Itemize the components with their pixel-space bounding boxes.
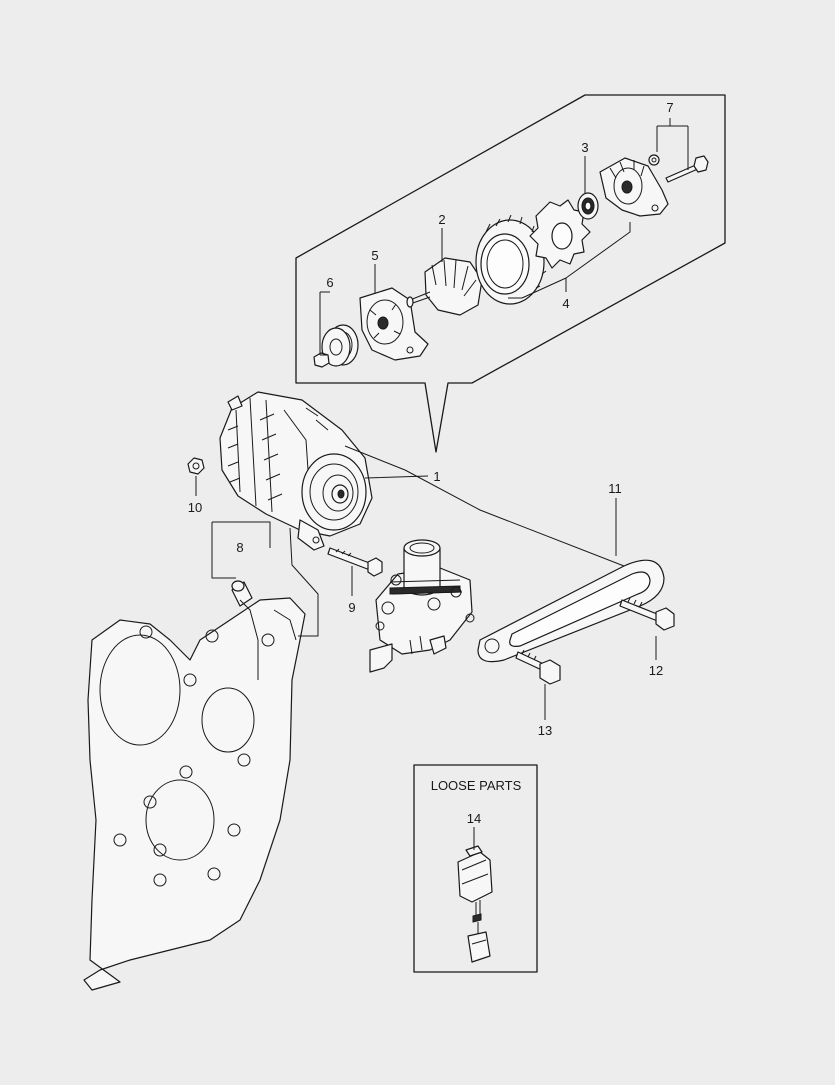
part-alternator[interactable] [219, 391, 373, 551]
part-terminal-nut[interactable] [187, 457, 205, 475]
callout-8: 8 [236, 540, 243, 555]
part-timing-case [83, 597, 306, 991]
part-adjusting-bracket[interactable] [477, 559, 665, 663]
part-water-outlet-housing[interactable] [369, 539, 475, 673]
callout-6: 6 [326, 275, 333, 290]
part-rear-frame[interactable] [599, 157, 669, 217]
part-front-bracket[interactable] [359, 287, 429, 361]
part-bearing[interactable] [577, 192, 599, 220]
part-regulator-harness[interactable] [457, 845, 493, 963]
part-collar[interactable] [231, 580, 253, 607]
part-rectifier-plate[interactable] [529, 199, 591, 269]
part-through-bolt[interactable] [665, 155, 709, 183]
leader-4 [508, 222, 631, 299]
callout-9: 9 [348, 600, 355, 615]
loose-parts-title: LOOSE PARTS [431, 778, 522, 793]
callout-2: 2 [438, 212, 445, 227]
exploded-view-frame [295, 94, 726, 453]
leader-1-bracket [404, 469, 625, 567]
leader-8b [289, 527, 319, 637]
leader-7 [656, 118, 689, 170]
callout-11: 11 [608, 481, 622, 496]
callout-5: 5 [371, 248, 378, 263]
leader-6 [319, 291, 330, 356]
callout-4: 4 [562, 296, 569, 311]
callout-12: 12 [649, 663, 663, 678]
callout-7: 7 [666, 100, 673, 115]
loose-parts-box [413, 764, 538, 973]
callout-3: 3 [581, 140, 588, 155]
part-pulley[interactable] [313, 324, 359, 368]
callout-1: 1 [433, 469, 440, 484]
callout-14: 14 [467, 811, 481, 826]
leader-8 [211, 521, 271, 579]
part-alternator-bolt[interactable] [327, 547, 383, 577]
part-rear-nut[interactable] [648, 154, 660, 166]
part-bracket-bolt[interactable] [619, 597, 675, 631]
part-housing-bolt[interactable] [515, 649, 561, 685]
callout-10: 10 [188, 500, 202, 515]
part-stator[interactable] [475, 214, 548, 305]
callout-13: 13 [538, 723, 552, 738]
